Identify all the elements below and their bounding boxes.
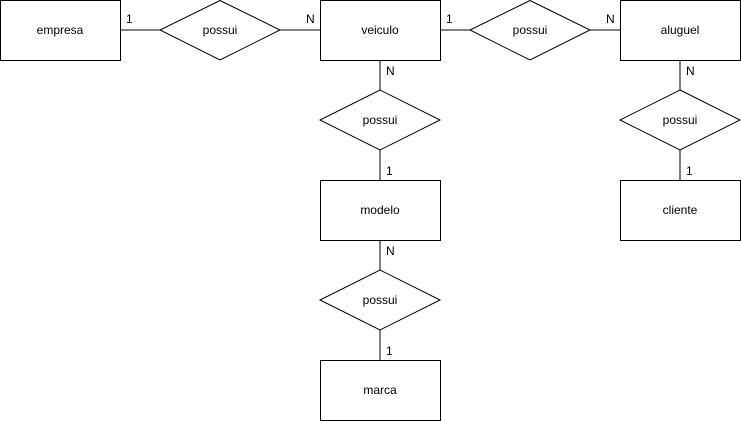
relationship-veiculo-aluguel-diamond	[468, 0, 592, 61]
relationship-modelo-marca-diamond	[318, 269, 442, 331]
relationship-aluguel-cliente-label: possui	[663, 113, 698, 127]
relationship-empresa-veiculo[interactable]: possui	[158, 0, 282, 61]
relationship-empresa-veiculo-diamond	[158, 0, 282, 61]
relationship-veiculo-modelo[interactable]: possui	[318, 89, 442, 151]
relationship-veiculo-aluguel-label: possui	[513, 23, 548, 37]
relationship-modelo-marca-label: possui	[363, 293, 398, 307]
entity-aluguel-box	[620, 0, 741, 61]
entity-veiculo-label: veiculo	[361, 23, 399, 37]
entity-empresa[interactable]: empresa	[0, 0, 121, 61]
entity-veiculo-box	[320, 0, 441, 61]
cardinality-modelo-top-side: 1	[386, 164, 393, 178]
entity-marca-label: marca	[363, 383, 397, 397]
connectors	[120, 29, 681, 360]
entity-aluguel-label: aluguel	[661, 23, 700, 37]
entity-cliente-label: cliente	[663, 203, 698, 217]
cardinality-veiculo-right-side: 1	[446, 12, 453, 26]
relationship-aluguel-cliente[interactable]: possui	[618, 89, 741, 151]
cardinality-labels: 1 N 1 N N 1 N 1 N 1	[126, 12, 695, 358]
cardinality-modelo-bottom-side: N	[386, 244, 395, 258]
cardinality-veiculo-bottom-side: N	[386, 64, 395, 78]
cardinality-aluguel-left-side: N	[606, 12, 615, 26]
relationship-veiculo-modelo-diamond	[318, 89, 442, 151]
relationship-veiculo-aluguel[interactable]: possui	[468, 0, 592, 61]
entity-marca[interactable]: marca	[320, 360, 441, 421]
relationship-empresa-veiculo-label: possui	[203, 23, 238, 37]
relationship-aluguel-cliente-diamond	[618, 89, 741, 151]
entity-veiculo[interactable]: veiculo	[320, 0, 441, 61]
entity-cliente[interactable]: cliente	[620, 180, 741, 241]
entity-empresa-box	[0, 0, 121, 61]
entity-marca-box	[320, 360, 441, 421]
cardinality-veiculo-left-side: N	[306, 12, 315, 26]
entity-modelo-box	[320, 180, 441, 241]
relationship-modelo-marca[interactable]: possui	[318, 269, 442, 331]
relationship-veiculo-modelo-label: possui	[363, 113, 398, 127]
cardinality-empresa-side: 1	[126, 12, 133, 26]
entity-modelo[interactable]: modelo	[320, 180, 441, 241]
cardinality-cliente-top-side: 1	[686, 164, 693, 178]
entity-aluguel[interactable]: aluguel	[620, 0, 741, 61]
cardinality-marca-top-side: 1	[386, 344, 393, 358]
entity-empresa-label: empresa	[37, 23, 84, 37]
entity-cliente-box	[620, 180, 741, 241]
entity-modelo-label: modelo	[360, 203, 400, 217]
cardinality-aluguel-bottom-side: N	[686, 64, 695, 78]
